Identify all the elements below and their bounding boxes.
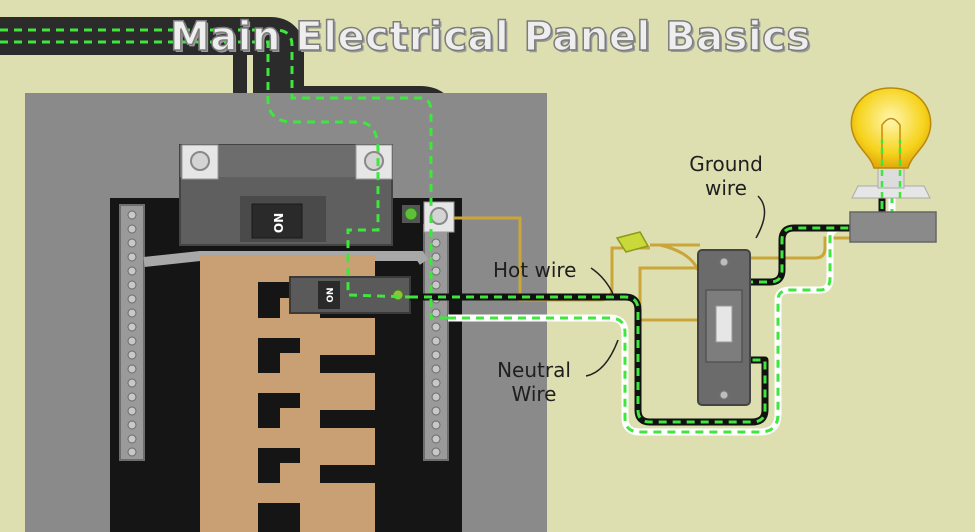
fixture-box (849, 211, 937, 243)
main-lug-left (181, 144, 219, 180)
neutral-flow-panel (429, 215, 448, 320)
bulb-filament (881, 117, 901, 166)
light-bulb (850, 87, 932, 169)
hot-wire-label: Hot wire (493, 258, 577, 282)
main-lug-right-screw (364, 151, 384, 171)
ground-wire-label-line1: Ground (689, 152, 763, 176)
ground-wire-label: Ground wire (683, 152, 769, 200)
neutral-wire-label-line1: Neutral (497, 358, 571, 382)
light-switch-toggle (715, 305, 733, 343)
main-lug-left-screw (190, 151, 210, 171)
neutral-wire-label-line2: Wire (511, 382, 557, 406)
bus-bar-slots (258, 283, 300, 532)
left-bar-screws (127, 210, 137, 457)
neutral-leader (585, 339, 619, 377)
neutral-wire-flow (448, 198, 894, 434)
hot-leader (590, 267, 615, 297)
service-flow-top (0, 28, 433, 210)
page-title: Main Electrical Panel Basics (169, 13, 811, 61)
fixture-base (851, 185, 931, 199)
neutral-lug-screw (430, 207, 448, 225)
neutral-wire-label: Neutral Wire (488, 358, 580, 406)
ground-wire-label-line2: wire (704, 176, 747, 200)
switch-screw-bottom (719, 390, 729, 400)
hot-wire-flow (410, 198, 884, 424)
ground-leader (755, 195, 766, 239)
branch-breaker-switch-text: ON (326, 287, 336, 302)
switch-screw-top (719, 257, 729, 267)
ground-screw (404, 207, 418, 221)
main-breaker-switch-text: ON (272, 213, 286, 233)
bulb-filament-flow (880, 140, 902, 198)
ground-wire-switch (638, 243, 700, 322)
main-breaker-switch (251, 203, 303, 239)
wire-nut (615, 231, 650, 253)
branch-breaker-switch (318, 281, 340, 309)
service-flow-bottom (0, 40, 411, 299)
ground-wire-right (650, 236, 880, 260)
